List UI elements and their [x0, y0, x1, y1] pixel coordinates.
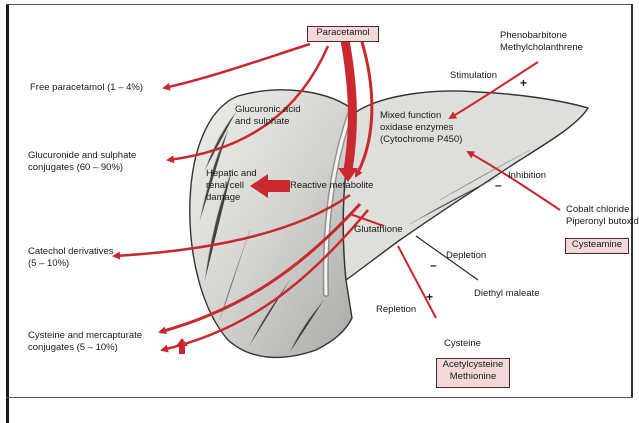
glucuronic-label-2: and sulphate: [235, 116, 289, 128]
mixed-function-label-3: (Cytochrome P450): [380, 134, 462, 146]
glucuronide-label-1: Glucuronide and sulphate: [28, 150, 136, 162]
acetylcysteine-box: Acetylcysteine Methionine: [436, 358, 510, 388]
hepatic-label-2: renal cell: [206, 180, 244, 192]
glucuronic-label-1: Glucuronic acid: [235, 104, 300, 116]
glucuronide-label-2: conjugates (60 – 90%): [28, 162, 123, 174]
reactive-metabolite-label: Reactive metabolite: [290, 180, 373, 192]
cobalt-chloride-label: Cobalt chloride: [566, 204, 629, 216]
hepatic-label-1: Hepatic and: [206, 168, 257, 180]
catechol-label-1: Catechol derivatives: [28, 246, 114, 258]
increase-arrow: [176, 338, 188, 354]
stimulation-plus-sign: +: [520, 76, 527, 90]
phenobarbitone-label: Phenobarbitone: [500, 30, 567, 42]
cysteine-conj-label-1: Cysteine and mercapturate: [28, 330, 142, 342]
methionine-label: Methionine: [437, 371, 509, 383]
glutathione-label: Glutathione: [354, 224, 403, 236]
methylcholanthrene-label: Methylcholanthrene: [500, 42, 583, 54]
cysteamine-box: Cysteamine: [565, 238, 629, 254]
piperonyl-butoxide-label: Piperonyl butoxide: [566, 216, 639, 228]
depletion-label: Depletion: [446, 250, 486, 262]
arrow-free-paracetamol: [164, 44, 310, 88]
cysteine-conj-label-2: conjugates (5 – 10%): [28, 342, 118, 354]
catechol-label-2: (5 – 10%): [28, 258, 69, 270]
cysteine-label: Cysteine: [444, 338, 481, 350]
stimulation-label: Stimulation: [450, 70, 497, 82]
repletion-label: Repletion: [376, 304, 416, 316]
acetylcysteine-label: Acetylcysteine: [437, 359, 509, 371]
hepatic-label-3: damage: [206, 192, 240, 204]
mixed-function-label-1: Mixed function: [380, 110, 441, 122]
inhibition-label: Inhibition: [508, 170, 546, 182]
repletion-plus-sign: +: [426, 290, 433, 304]
free-paracetamol-label: Free paracetamol (1 – 4%): [30, 82, 143, 94]
depletion-minus-sign: –: [430, 258, 437, 272]
mixed-function-label-2: oxidase enzymes: [380, 122, 453, 134]
paracetamol-box: Paracetamol: [307, 26, 379, 42]
diethyl-maleate-label: Diethyl maleate: [474, 288, 539, 300]
liver-right-lobe: [190, 90, 356, 358]
inhibition-minus-sign: –: [495, 178, 502, 192]
